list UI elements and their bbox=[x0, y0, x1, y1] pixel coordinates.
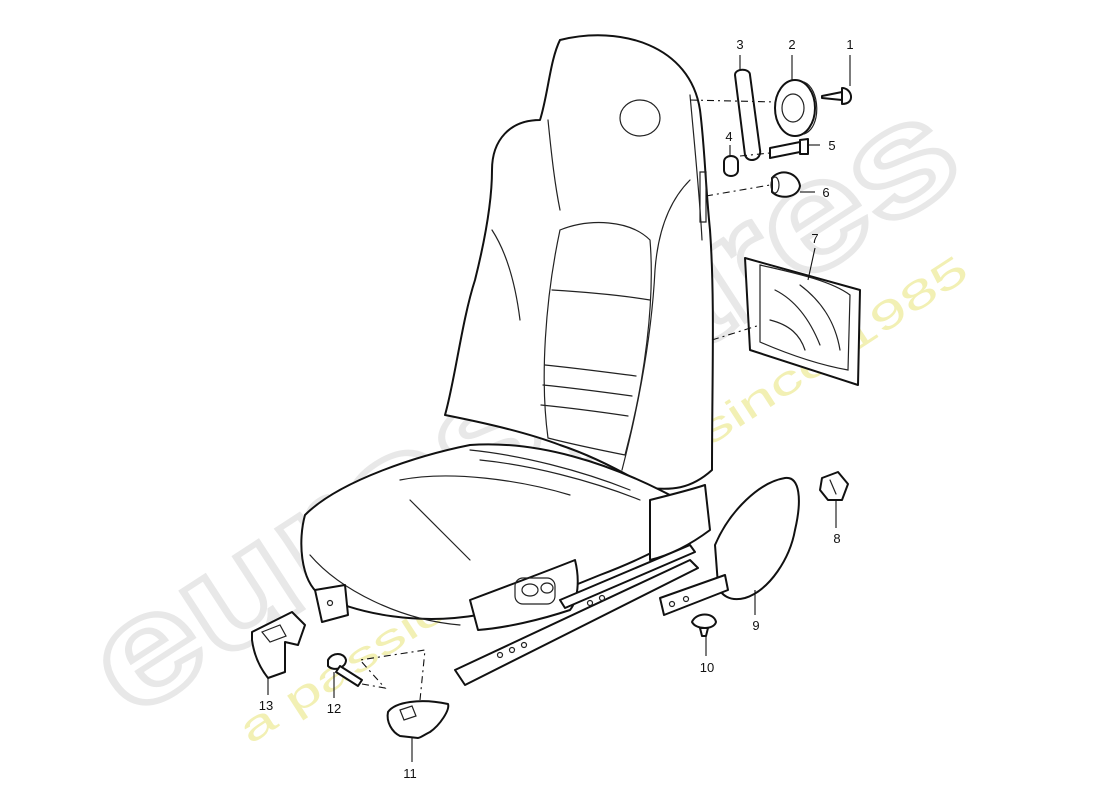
inner-rail bbox=[454, 559, 699, 686]
cover-9-hole-2 bbox=[682, 595, 690, 603]
callout-13: 13 bbox=[259, 698, 273, 713]
front-rail-foot bbox=[314, 584, 349, 623]
cover-2-inner bbox=[781, 93, 805, 123]
panel-seam-3 bbox=[542, 384, 633, 397]
strap-3-body bbox=[734, 68, 762, 162]
callout-labels: 1 2 3 4 5 6 7 8 9 10 11 12 13 bbox=[259, 37, 854, 781]
bolt-12-thread bbox=[335, 665, 363, 687]
cushion-seam-2 bbox=[469, 449, 631, 491]
cushion-seam-4 bbox=[409, 499, 471, 561]
outer-rail bbox=[559, 544, 696, 609]
part-8-clip bbox=[819, 471, 849, 501]
part-2-cover bbox=[774, 79, 818, 137]
panel-seam-2 bbox=[544, 364, 637, 377]
assembly-line-2 bbox=[689, 99, 777, 103]
rail-hole-3 bbox=[520, 641, 528, 649]
backrest-panel bbox=[543, 222, 652, 456]
callout-12: 12 bbox=[327, 701, 341, 716]
cover-2-rim bbox=[803, 81, 818, 135]
bracket-13-body bbox=[251, 611, 306, 679]
assembly-line-6 bbox=[705, 184, 771, 197]
cushion-seam-3 bbox=[479, 459, 641, 501]
panel-7-pocket bbox=[759, 264, 851, 371]
part-9-side-cover bbox=[659, 476, 800, 616]
wing-seam-left bbox=[491, 229, 521, 321]
fastener-10-cap bbox=[691, 613, 717, 629]
part-10-fastener bbox=[691, 613, 717, 637]
assembly-line-5 bbox=[739, 152, 771, 157]
rail-hole-1 bbox=[496, 651, 504, 659]
cushion-front-edge bbox=[309, 554, 461, 626]
panel-7-crease-1 bbox=[774, 289, 821, 346]
callout-11: 11 bbox=[403, 766, 417, 781]
panel-7-crease-2 bbox=[799, 284, 841, 351]
panel-7-crease-3 bbox=[769, 319, 806, 351]
seat-cushion bbox=[300, 443, 711, 631]
callout-5: 5 bbox=[828, 138, 835, 153]
panel-seam-1 bbox=[551, 289, 651, 301]
clip-8-slot bbox=[829, 479, 837, 495]
knob-6-body bbox=[771, 171, 801, 198]
bracket-13-slot bbox=[261, 624, 287, 643]
leader-lines bbox=[267, 55, 851, 762]
cover-9-hole-1 bbox=[668, 600, 676, 608]
panel-7-frame bbox=[744, 257, 861, 386]
callout-8: 8 bbox=[833, 531, 840, 546]
headrest-seam bbox=[547, 119, 561, 211]
side-rail-line bbox=[689, 94, 703, 241]
panel-seam-4 bbox=[540, 404, 629, 417]
callout-3: 3 bbox=[736, 37, 743, 52]
cover-9-arm bbox=[659, 574, 729, 616]
part-7-back-panel bbox=[744, 257, 861, 386]
leader-7 bbox=[807, 247, 816, 281]
callout-9: 9 bbox=[752, 618, 759, 633]
part-5-bolt bbox=[769, 138, 809, 159]
callout-10: 10 bbox=[700, 660, 714, 675]
callout-6: 6 bbox=[822, 185, 829, 200]
cushion-seam-1 bbox=[399, 475, 571, 496]
callout-4: 4 bbox=[725, 129, 732, 144]
seat-rails bbox=[314, 544, 699, 686]
headrest-circle bbox=[619, 99, 661, 137]
assembly-lines bbox=[358, 99, 777, 701]
fastener-10-pin bbox=[699, 627, 709, 637]
cap-11-notch bbox=[399, 705, 417, 721]
knob-6-face bbox=[770, 176, 780, 194]
side-trim-panel bbox=[469, 559, 579, 631]
seat-switch-knob-2 bbox=[540, 582, 554, 594]
part-4-nut bbox=[723, 155, 739, 177]
part-13-bracket bbox=[251, 611, 306, 679]
nut-4-body bbox=[723, 155, 739, 177]
part-1-screw bbox=[821, 87, 852, 105]
seat-switch-knob-1 bbox=[521, 583, 539, 597]
backrest-outline bbox=[444, 34, 714, 490]
rail-hole-2 bbox=[508, 646, 516, 654]
seat-backrest bbox=[444, 34, 714, 490]
cap-11-body bbox=[386, 700, 450, 739]
part-11-trim-cap bbox=[386, 700, 450, 739]
screw-1-shank bbox=[821, 91, 843, 101]
rail-hole-4 bbox=[586, 599, 594, 607]
bolt-12-head bbox=[327, 653, 347, 670]
rail-hole-5 bbox=[598, 594, 606, 602]
part-3-strap bbox=[734, 68, 762, 162]
cover-9-shield bbox=[714, 476, 800, 601]
cover-2-outer bbox=[774, 79, 816, 137]
seat-switch-base bbox=[514, 577, 556, 605]
foot-hole bbox=[326, 599, 334, 607]
callout-7: 7 bbox=[811, 231, 818, 246]
part-12-bolt bbox=[327, 653, 363, 687]
clip-8-body bbox=[819, 471, 849, 501]
callout-2: 2 bbox=[788, 37, 795, 52]
screw-1-head bbox=[841, 87, 852, 105]
part-6-knob bbox=[770, 171, 801, 198]
bolt-5-head bbox=[799, 138, 809, 155]
callout-1: 1 bbox=[846, 37, 853, 52]
